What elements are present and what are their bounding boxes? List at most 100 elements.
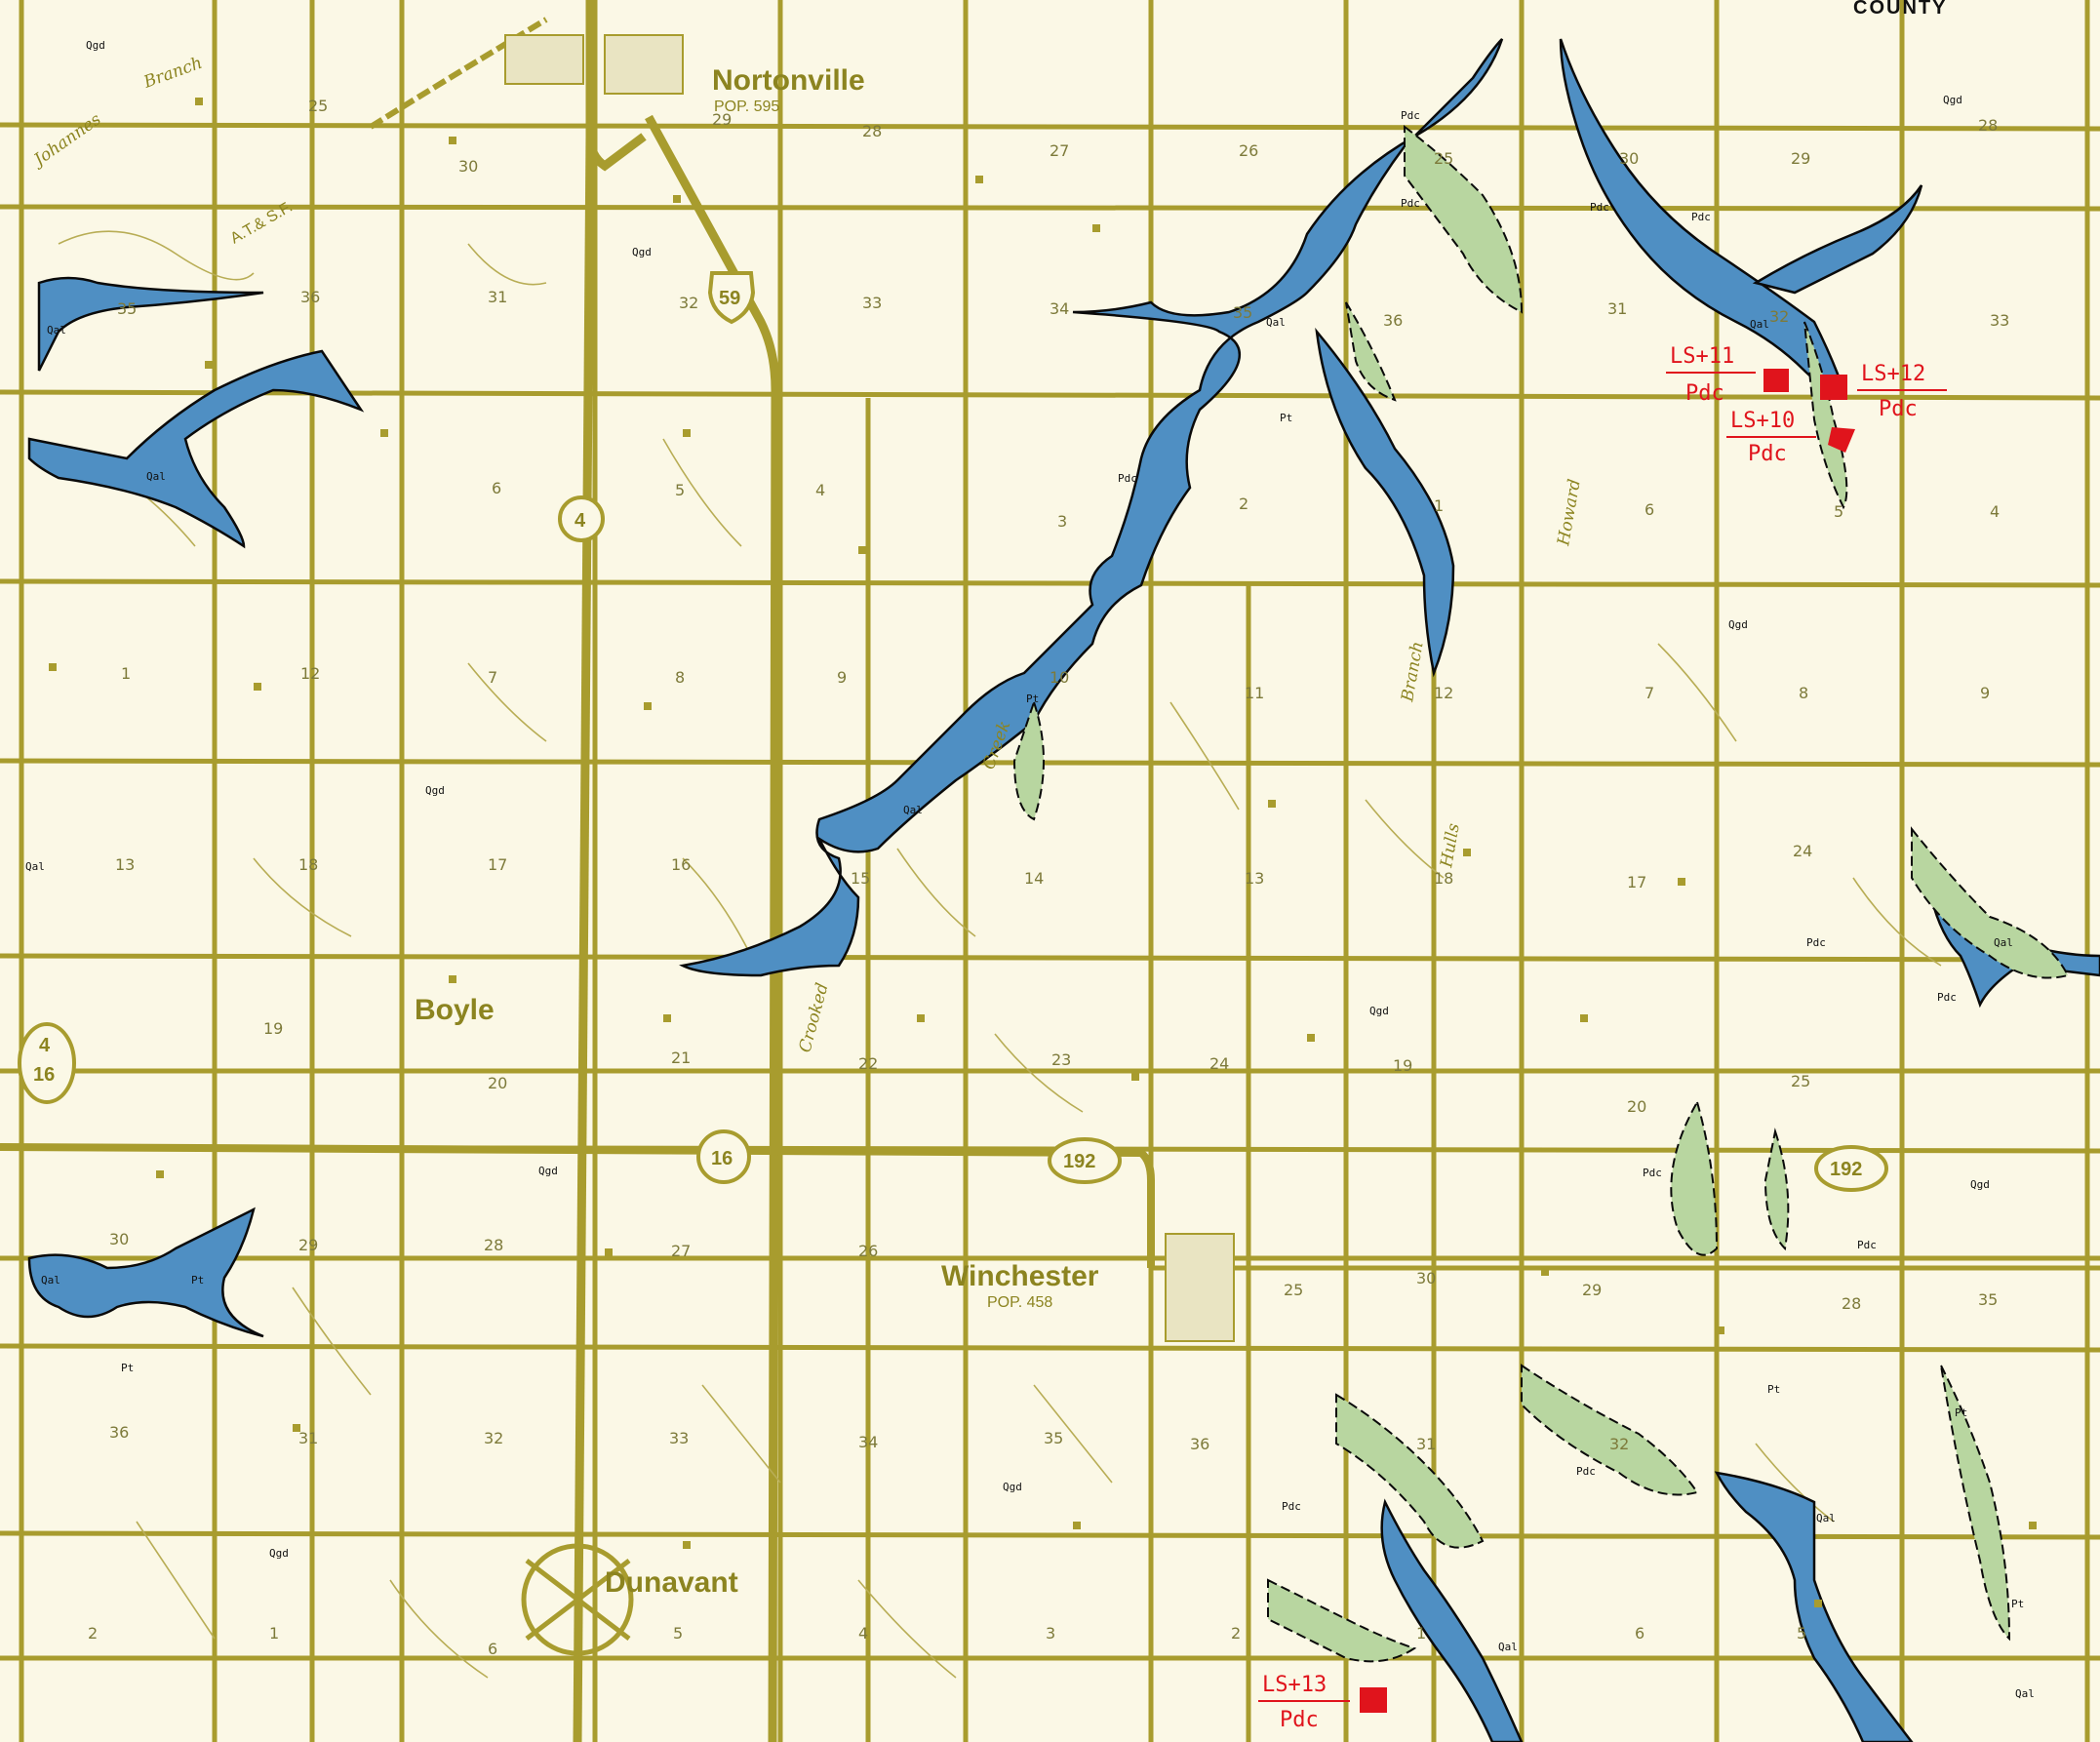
svg-text:5: 5 (675, 481, 685, 499)
unit-label: Qal (1994, 936, 2013, 949)
unit-label: Qal (47, 324, 66, 337)
unit-label: Pdc (1806, 936, 1826, 949)
svg-text:10: 10 (1050, 668, 1069, 687)
svg-text:30: 30 (1416, 1269, 1436, 1287)
route-192-east-shield: 192 (1814, 1145, 1888, 1192)
svg-text:11: 11 (1245, 684, 1264, 702)
unit-label: Pdc (1857, 1239, 1877, 1251)
town-winchester: Winchester (941, 1260, 1099, 1292)
unit-label: Pt (1767, 1383, 1780, 1396)
route-192-shield: 192 (1048, 1137, 1122, 1184)
svg-text:1: 1 (121, 664, 131, 683)
svg-text:25: 25 (1284, 1281, 1303, 1299)
unit-label: Pt (1280, 412, 1292, 424)
svg-text:5: 5 (1797, 1624, 1806, 1643)
svg-text:36: 36 (1190, 1435, 1209, 1453)
svg-text:30: 30 (1619, 149, 1639, 168)
svg-text:6: 6 (1635, 1624, 1644, 1643)
svg-text:27: 27 (1050, 141, 1069, 160)
landslide-label-ls12: LS+12 Pdc (1857, 362, 1947, 421)
svg-text:32: 32 (484, 1429, 503, 1447)
landslide-label-ls10: LS+10 Pdc (1726, 409, 1816, 466)
svg-text:18: 18 (1434, 869, 1453, 888)
unit-label: Pdc (1691, 211, 1711, 223)
svg-text:192: 192 (1830, 1159, 1862, 1180)
unit-label: Pdc (1643, 1167, 1662, 1179)
svg-text:1: 1 (1434, 496, 1444, 515)
unit-label: Qal (41, 1274, 60, 1287)
unit-label: Pt (1026, 693, 1039, 705)
svg-text:28: 28 (862, 122, 882, 140)
route-4-shield: 4 (558, 495, 605, 542)
unit-label: Qgd (632, 246, 652, 258)
svg-text:35: 35 (1233, 303, 1252, 322)
landslide-label-ls13: LS+13 Pdc (1258, 1673, 1350, 1732)
svg-text:8: 8 (675, 668, 685, 687)
unit-label: Pt (2011, 1598, 2024, 1610)
main-reservoir (678, 38, 1504, 977)
svg-text:29: 29 (298, 1236, 318, 1254)
svg-text:25: 25 (308, 97, 328, 115)
svg-text:31: 31 (1416, 1435, 1436, 1453)
svg-text:25: 25 (1434, 149, 1453, 168)
unit-label: Qgd (1943, 94, 1962, 106)
w-creek (27, 349, 365, 549)
svg-text:16: 16 (671, 855, 691, 874)
svg-text:Pdc: Pdc (1280, 1708, 1319, 1732)
svg-text:9: 9 (1980, 684, 1990, 702)
unit-label: Qal (1498, 1641, 1518, 1653)
svg-text:26: 26 (858, 1242, 878, 1260)
stream-branch-nw: Branch (140, 54, 205, 93)
unit-label: Qgd (425, 784, 445, 797)
svg-text:16: 16 (711, 1148, 733, 1169)
unit-label: Qgd (1970, 1178, 1990, 1191)
svg-text:35: 35 (1044, 1429, 1063, 1447)
town-nortonville-pop: POP. 595 (714, 99, 779, 115)
svg-text:17: 17 (488, 855, 507, 874)
unit-label: Qgd (1369, 1005, 1389, 1017)
svg-text:6: 6 (488, 1640, 497, 1658)
svg-text:31: 31 (488, 288, 507, 306)
svg-text:32: 32 (1769, 307, 1789, 326)
svg-text:12: 12 (300, 664, 320, 683)
stream-johannes: Johannes (28, 109, 105, 171)
svg-text:16: 16 (33, 1064, 55, 1086)
svg-text:27: 27 (671, 1242, 691, 1260)
svg-text:36: 36 (1383, 311, 1403, 330)
svg-text:14: 14 (1024, 869, 1044, 888)
svg-text:36: 36 (300, 288, 320, 306)
svg-text:28: 28 (484, 1236, 503, 1254)
svg-text:21: 21 (671, 1049, 691, 1067)
svg-text:5: 5 (1834, 502, 1843, 521)
route-16-shield: 16 (696, 1129, 751, 1184)
unit-label: Pt (191, 1274, 204, 1287)
unit-label: Pdc (1401, 109, 1420, 122)
unit-label: Qgd (538, 1165, 558, 1177)
svg-text:36: 36 (109, 1423, 129, 1442)
svg-text:34: 34 (858, 1433, 878, 1451)
unit-label: Qgd (1728, 618, 1748, 631)
svg-text:33: 33 (862, 294, 882, 312)
stream-hulls: Hulls (1437, 821, 1464, 869)
svg-text:15: 15 (851, 869, 870, 888)
nw-creek (37, 276, 264, 372)
svg-text:23: 23 (1051, 1050, 1071, 1069)
svg-text:4: 4 (39, 1035, 51, 1056)
svg-text:35: 35 (117, 299, 137, 318)
svg-text:7: 7 (488, 668, 497, 687)
svg-text:17: 17 (1627, 873, 1646, 891)
town-winchester-pop: POP. 458 (987, 1294, 1052, 1311)
svg-text:35: 35 (1978, 1290, 1998, 1309)
svg-text:192: 192 (1063, 1151, 1095, 1172)
unit-label: Qal (1816, 1512, 1836, 1524)
svg-text:19: 19 (1393, 1056, 1412, 1075)
svg-text:Pdc: Pdc (1748, 442, 1787, 466)
water-bodies (27, 38, 2100, 1742)
landslide-markers (1360, 369, 1855, 1713)
unit-label: Qal (2015, 1687, 2035, 1700)
svg-text:25: 25 (1791, 1072, 1810, 1090)
svg-text:2: 2 (88, 1624, 98, 1643)
svg-text:2: 2 (1239, 495, 1248, 513)
reservoir-arm-east (1315, 327, 1455, 678)
svg-text:2: 2 (1231, 1624, 1241, 1643)
